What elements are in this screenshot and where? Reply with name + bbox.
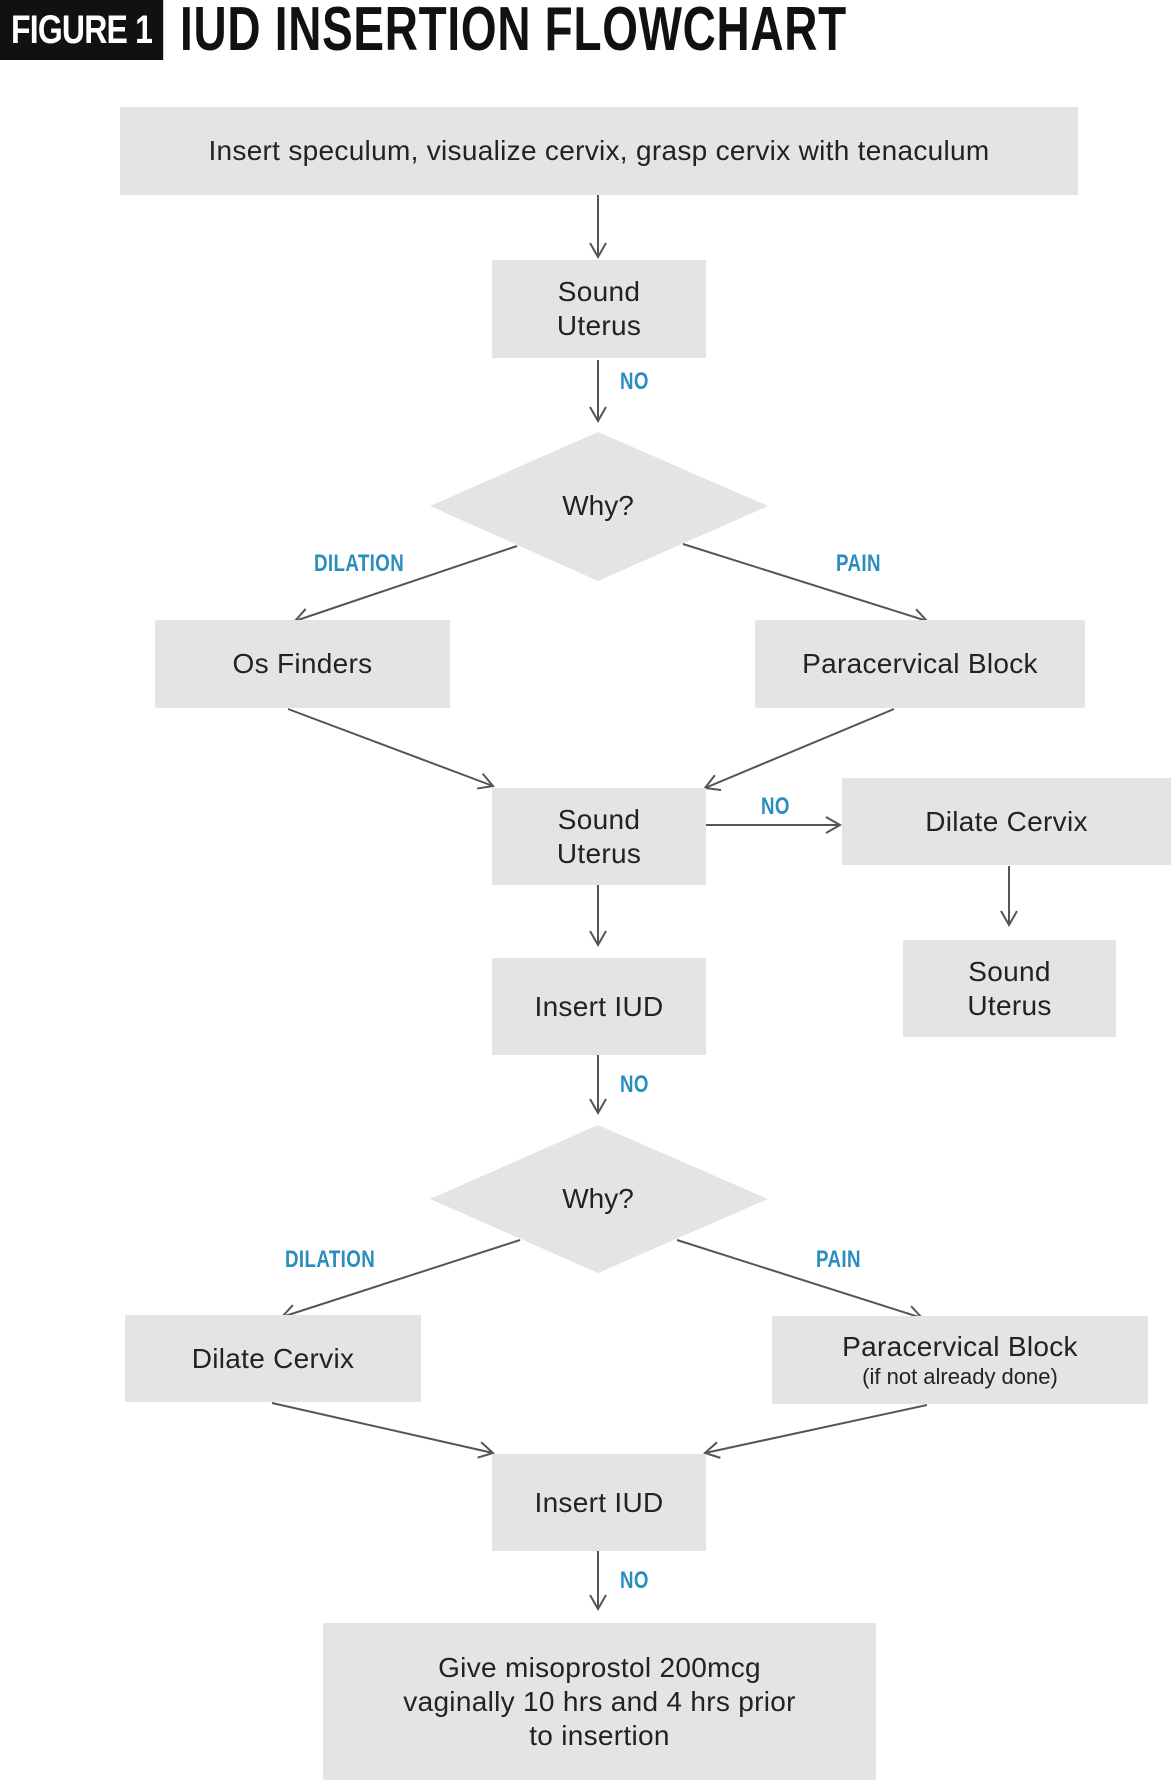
node-os-finders: Os Finders xyxy=(155,620,450,708)
node-give-misoprostol: Give misoprostol 200mcg vaginally 10 hrs… xyxy=(323,1623,876,1780)
node-dilate-cervix-1: Dilate Cervix xyxy=(842,778,1171,865)
node-sound-uterus-3-line2: Uterus xyxy=(967,989,1052,1021)
edge-label-pain-2: PAIN xyxy=(816,1246,861,1273)
node-insert-iud-2: Insert IUD xyxy=(492,1454,706,1551)
arrow-why1-to-osfinders xyxy=(293,545,518,626)
node-sound-uterus-2: Sound Uterus xyxy=(492,788,706,885)
edge-label-dilation-1: DILATION xyxy=(314,550,405,577)
node-start: Insert speculum, visualize cervix, grasp… xyxy=(120,107,1078,195)
decision-diamond-2 xyxy=(430,1125,768,1273)
arrow-paracervical1-to-sound2 xyxy=(703,708,895,791)
arrow-paracervical2-to-insert2 xyxy=(703,1404,928,1459)
node-os-finders-text: Os Finders xyxy=(232,648,373,679)
node-give-misoprostol-line3: to insertion xyxy=(529,1719,670,1751)
node-sound-uterus-1-line1: Sound xyxy=(557,276,641,307)
figure-title: IUD INSERTION FLOWCHART xyxy=(180,0,847,64)
edge-label-no-2: NO xyxy=(761,793,790,820)
edge-label-no-1: NO xyxy=(620,368,649,395)
node-dilate-cervix-1-text: Dilate Cervix xyxy=(925,805,1088,837)
figure-label: FIGURE 1 xyxy=(0,0,164,60)
node-insert-iud-2-text: Insert IUD xyxy=(534,1486,664,1518)
figure-header: FIGURE 1 IUD INSERTION FLOWCHART xyxy=(0,0,1171,62)
edge-label-pain-1: PAIN xyxy=(836,550,881,577)
node-dilate-cervix-2: Dilate Cervix xyxy=(125,1315,421,1402)
arrow-why1-to-paracervical1 xyxy=(682,543,929,626)
arrow-why2-to-paracervical2 xyxy=(676,1239,924,1323)
node-paracervical-block-2: Paracervical Block (if not already done) xyxy=(772,1316,1148,1404)
arrow-dilate2-to-insert2 xyxy=(271,1402,495,1459)
decision-why-1: Why? xyxy=(562,490,634,521)
node-give-misoprostol-line1: Give misoprostol 200mcg xyxy=(438,1651,761,1683)
edge-label-no-3: NO xyxy=(620,1071,649,1098)
node-sound-uterus-1-line2: Uterus xyxy=(556,310,642,341)
edge-label-no-4: NO xyxy=(620,1567,649,1594)
node-sound-uterus-2-line1: Sound xyxy=(557,803,641,835)
node-dilate-cervix-2-text: Dilate Cervix xyxy=(191,1342,355,1374)
node-sound-uterus-3: Sound Uterus xyxy=(903,940,1116,1037)
node-insert-iud-1: Insert IUD xyxy=(492,958,706,1055)
node-paracervical-block-1: Paracervical Block xyxy=(755,620,1085,708)
edge-label-dilation-2: DILATION xyxy=(285,1246,376,1273)
node-start-text: Insert speculum, visualize cervix, grasp… xyxy=(208,135,990,166)
node-sound-uterus-1: Sound Uterus xyxy=(492,260,706,358)
node-paracervical-block-1-text: Paracervical Block xyxy=(802,648,1038,679)
node-sound-uterus-2-line2: Uterus xyxy=(556,837,642,869)
arrow-osfinders-to-sound2 xyxy=(287,708,495,790)
node-give-misoprostol-line2: vaginally 10 hrs and 4 hrs prior xyxy=(403,1685,796,1717)
decision-why-2: Why? xyxy=(562,1183,634,1214)
decision-diamond-1 xyxy=(430,432,768,581)
node-sound-uterus-3-line1: Sound xyxy=(968,955,1051,987)
node-paracervical-block-2-note: (if not already done) xyxy=(862,1364,1058,1389)
node-paracervical-block-2-text: Paracervical Block xyxy=(842,1331,1078,1362)
arrow-why2-to-dilate2 xyxy=(280,1239,521,1322)
node-insert-iud-1-text: Insert IUD xyxy=(534,990,664,1022)
